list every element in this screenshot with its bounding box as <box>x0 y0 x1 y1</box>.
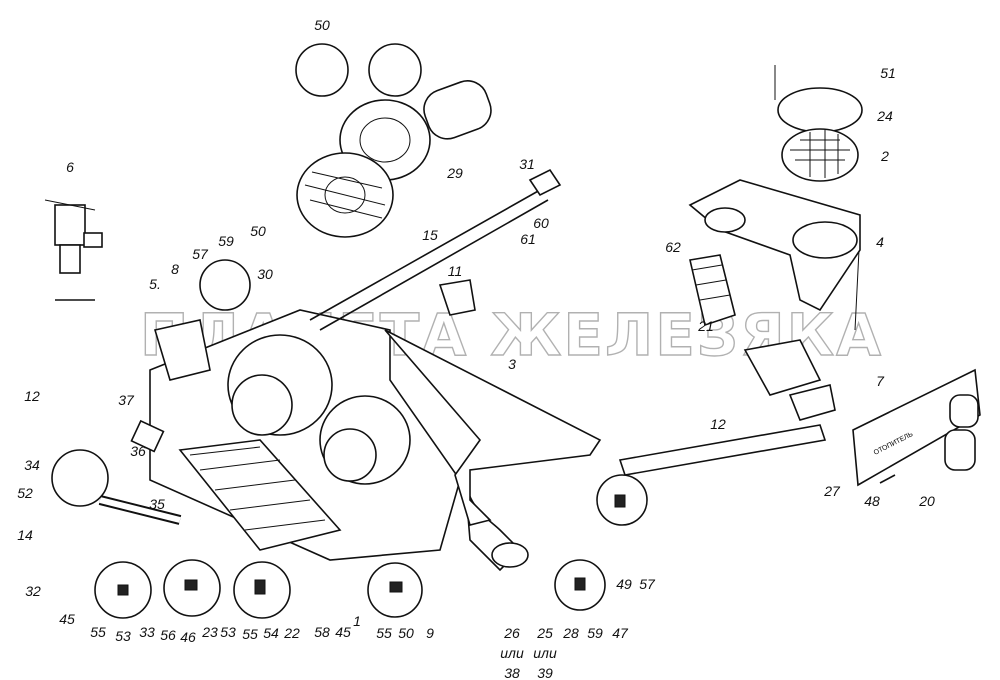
heater-valve <box>44 199 103 301</box>
callout-label: 50 <box>398 625 414 641</box>
callout-label: 27 <box>823 483 841 499</box>
callout-label: 59 <box>218 233 234 249</box>
callout-label: 53 <box>220 624 236 640</box>
callout-label: 56 <box>160 627 176 643</box>
callout-label: 36 <box>130 443 146 459</box>
callout-label: 23 <box>201 624 218 640</box>
callout-label: 22 <box>283 625 300 641</box>
callout-label: 52 <box>17 485 33 501</box>
callout-label: 60 <box>533 215 549 231</box>
callout-label: 54 <box>263 625 279 641</box>
callout-label: 51 <box>880 65 896 81</box>
callout-label: 55 <box>90 624 106 640</box>
callout-label: 21 <box>697 318 714 334</box>
callout-label: 58 <box>314 624 330 640</box>
callout-label: 35 <box>149 496 165 512</box>
callout-label: 49 <box>616 576 632 592</box>
callout-label: 1 <box>353 613 361 629</box>
callout-label: 50 <box>314 17 330 33</box>
detail-circles <box>51 259 648 619</box>
callout-label: или <box>533 645 557 661</box>
callout-label: 15 <box>422 227 438 243</box>
callout-label: 39 <box>537 665 553 680</box>
callout-label: 4 <box>876 234 884 250</box>
callout-label: 61 <box>520 231 536 247</box>
control-rod <box>618 424 827 476</box>
hoses <box>43 412 529 576</box>
callout-label: 14 <box>17 527 33 543</box>
callout-label: 3 <box>508 356 516 372</box>
callout-label: 32 <box>25 583 41 599</box>
callout-label: 48 <box>864 493 880 509</box>
callout-label: 9 <box>426 625 434 641</box>
callout-label: 29 <box>446 165 463 181</box>
callout-label: 5. <box>149 276 161 292</box>
callout-label: 59 <box>587 625 603 641</box>
callout-label: 38 <box>504 665 520 680</box>
callout-label: 2 <box>880 148 889 164</box>
callout-label: 37 <box>118 392 135 408</box>
callout-label: 55 <box>242 626 258 642</box>
callout-label: 25 <box>536 625 553 641</box>
callout-label: 8 <box>171 261 179 277</box>
air-duct <box>309 168 602 526</box>
callout-label: 62 <box>665 239 681 255</box>
callout-label: 11 <box>448 263 463 279</box>
heater-housing <box>149 309 461 561</box>
callout-label: 33 <box>139 624 155 640</box>
callout-label: 53 <box>115 628 131 644</box>
callout-label: 26 <box>503 625 520 641</box>
callout-label: 34 <box>24 457 40 473</box>
callout-label: 55 <box>376 625 392 641</box>
callout-label: 57 <box>639 576 656 592</box>
callout-label: 6 <box>66 159 74 175</box>
callout-label: 7 <box>876 373 885 389</box>
callout-label: 28 <box>562 625 579 641</box>
callout-label: 20 <box>918 493 935 509</box>
callout-label: 12 <box>710 416 726 432</box>
callout-label: 24 <box>876 108 893 124</box>
callout-label: 30 <box>257 266 273 282</box>
callout-label: 57 <box>192 246 209 262</box>
callout-label: или <box>500 645 524 661</box>
callout-label: 45 <box>335 624 351 640</box>
callout-label: 12 <box>24 388 40 404</box>
control-plate: ОТОПИТЕЛЬ <box>852 368 981 487</box>
blower-motor-group <box>295 43 492 238</box>
callout-label: 50 <box>250 223 266 239</box>
callout-label: 31 <box>519 156 535 172</box>
air-intake-group <box>688 65 863 421</box>
callout-label: 46 <box>180 629 196 645</box>
callout-label: 45 <box>59 611 75 627</box>
callout-label: 47 <box>612 625 629 641</box>
